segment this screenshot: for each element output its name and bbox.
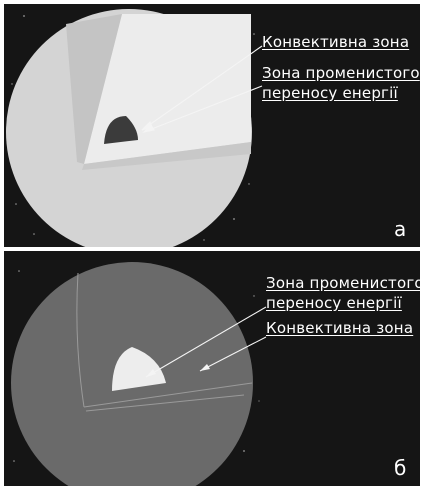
pointer-convective-zone [199, 336, 267, 372]
cutaway-left-wall [66, 14, 122, 164]
pointer-convective-zone [141, 45, 263, 131]
radiative-zone-core [104, 116, 138, 144]
label-radiative-zone-line1: Зона променистого [266, 274, 420, 292]
label-radiative-zone-line2: переносу енергії [262, 84, 398, 102]
pointer-arrowheads [146, 364, 210, 377]
radiative-zone-core [112, 347, 166, 391]
arrowhead [200, 364, 210, 371]
cutaway-edge [83, 382, 253, 408]
cutaway-edge [76, 272, 85, 408]
panel-letter-a: а [394, 217, 407, 241]
diagram-panel-b: Зона променистого переносу енергії Конве… [4, 251, 420, 486]
diagram-panel-a: Конвективна зона Зона променистого перен… [4, 4, 420, 247]
cutaway-edge [85, 394, 245, 412]
arrowhead [146, 369, 156, 377]
pointer-lines [145, 306, 267, 378]
cutaway-bottom-wall [82, 142, 251, 170]
label-convective-zone: Конвективна зона [262, 33, 410, 51]
label-convective-zone: Конвективна зона [266, 319, 414, 337]
arrowhead [142, 124, 155, 133]
cutaway-outline [76, 272, 253, 412]
pointer-lines [141, 45, 263, 133]
panel-letter-b: б [394, 456, 407, 480]
pointer-radiative-zone [143, 85, 263, 133]
pointer-arrowheads [141, 121, 155, 133]
label-radiative-zone-line2: переносу енергії [266, 294, 402, 312]
sun-structure-illustration-b [11, 262, 267, 486]
label-radiative-zone-line1: Зона променистого [262, 64, 420, 82]
pointer-radiative-zone [145, 306, 267, 378]
sun-structure-illustration-a [6, 9, 263, 247]
